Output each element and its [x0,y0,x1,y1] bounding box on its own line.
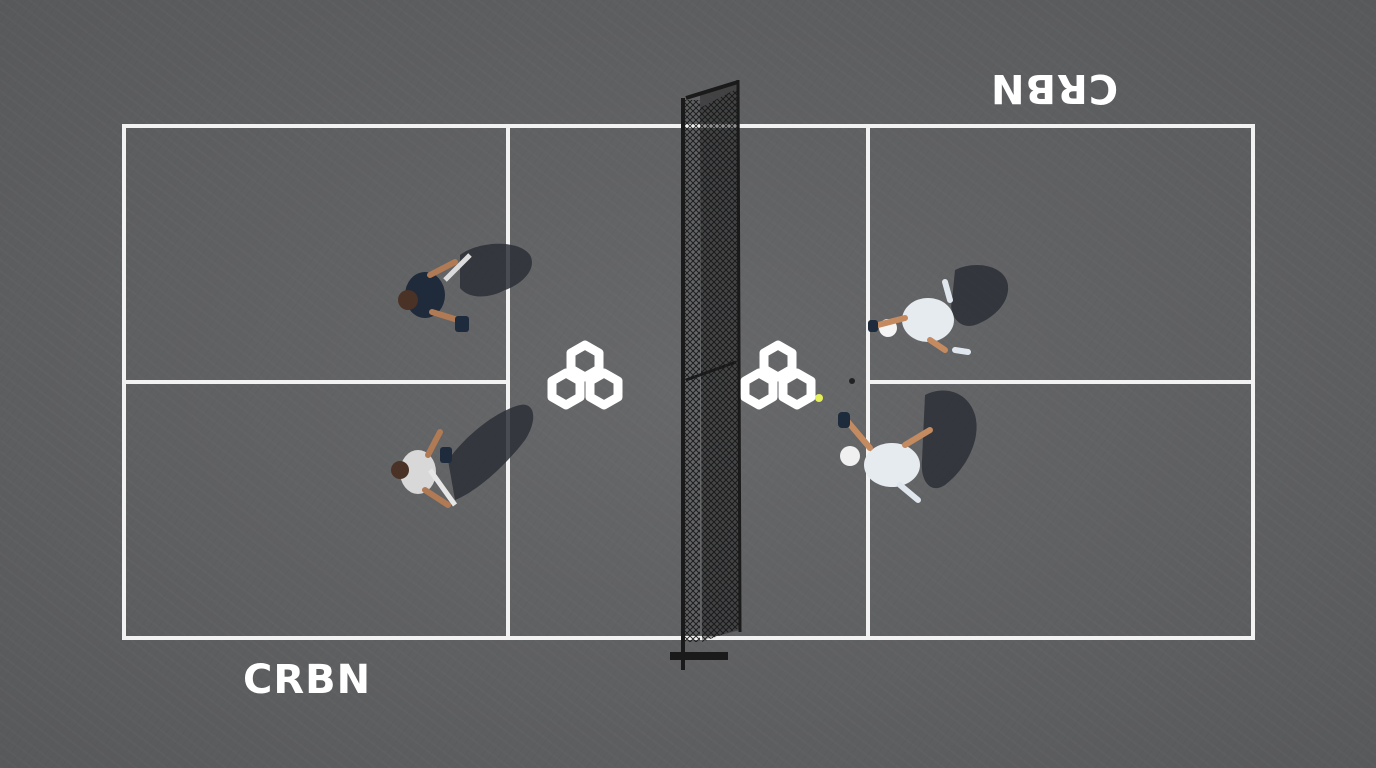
hexagon-cluster-icon [740,340,816,410]
player-left-bottom [391,429,458,508]
center-line-left [122,380,508,384]
hexagon-cluster-icon [547,340,623,410]
kitchen-line-left [506,125,510,639]
player-right-bottom [838,412,933,503]
brand-logo-bottom: CRBN [243,657,372,703]
center-line-right [868,380,1255,384]
pickleball-ball [815,394,823,402]
ball-shadow [849,378,855,384]
player-right-top [868,279,971,355]
player-shadows [448,243,1009,500]
pickleball-net [670,79,742,670]
player-left-top [398,253,472,332]
